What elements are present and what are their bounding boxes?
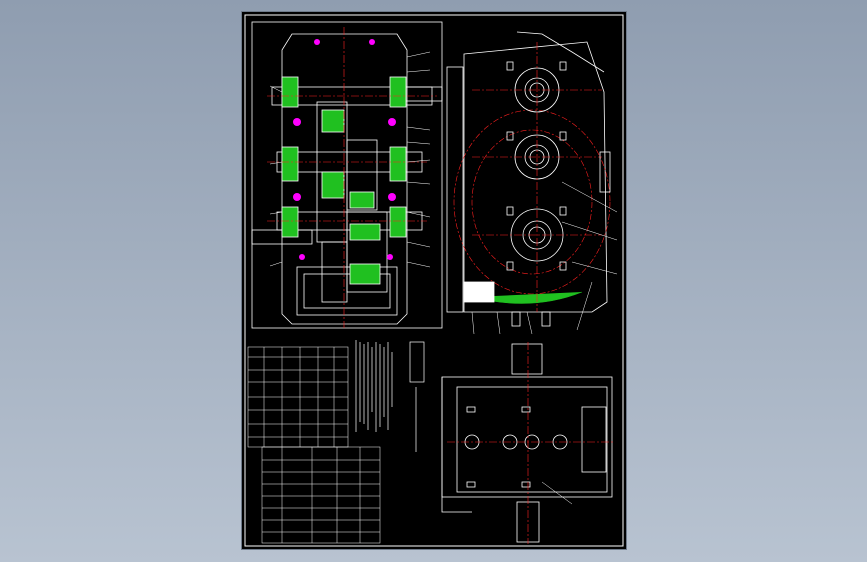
side-elevation-view <box>446 31 618 335</box>
end-view-center-lines <box>447 342 614 544</box>
end-cover <box>581 406 607 473</box>
drawing-svg <box>244 14 624 547</box>
oil-gauge <box>599 151 611 193</box>
lifting-lug <box>516 31 605 73</box>
side-housing-outline <box>463 41 608 313</box>
input-shaft-end <box>511 343 543 375</box>
parameter-table <box>247 346 349 448</box>
large-gear-circle <box>453 109 611 304</box>
bolt-holes <box>293 39 396 260</box>
gears <box>316 101 388 303</box>
section-view-border <box>251 21 443 329</box>
side-bolts <box>506 61 567 327</box>
parts-list-table <box>261 446 381 544</box>
center-lines <box>267 27 437 328</box>
housing-outline <box>281 33 408 325</box>
end-view <box>441 342 614 544</box>
leader-lines <box>269 51 431 268</box>
side-leaders <box>471 181 618 335</box>
drawing-sheet <box>242 12 626 549</box>
top-section-view <box>251 21 443 329</box>
end-view-bolts <box>464 406 568 488</box>
bearings-hatched <box>281 76 407 285</box>
side-center-lines <box>472 42 602 312</box>
technical-requirements-text <box>355 340 425 452</box>
drain-plug <box>463 281 495 303</box>
sheet-frame <box>244 14 624 547</box>
side-flange <box>446 66 464 313</box>
